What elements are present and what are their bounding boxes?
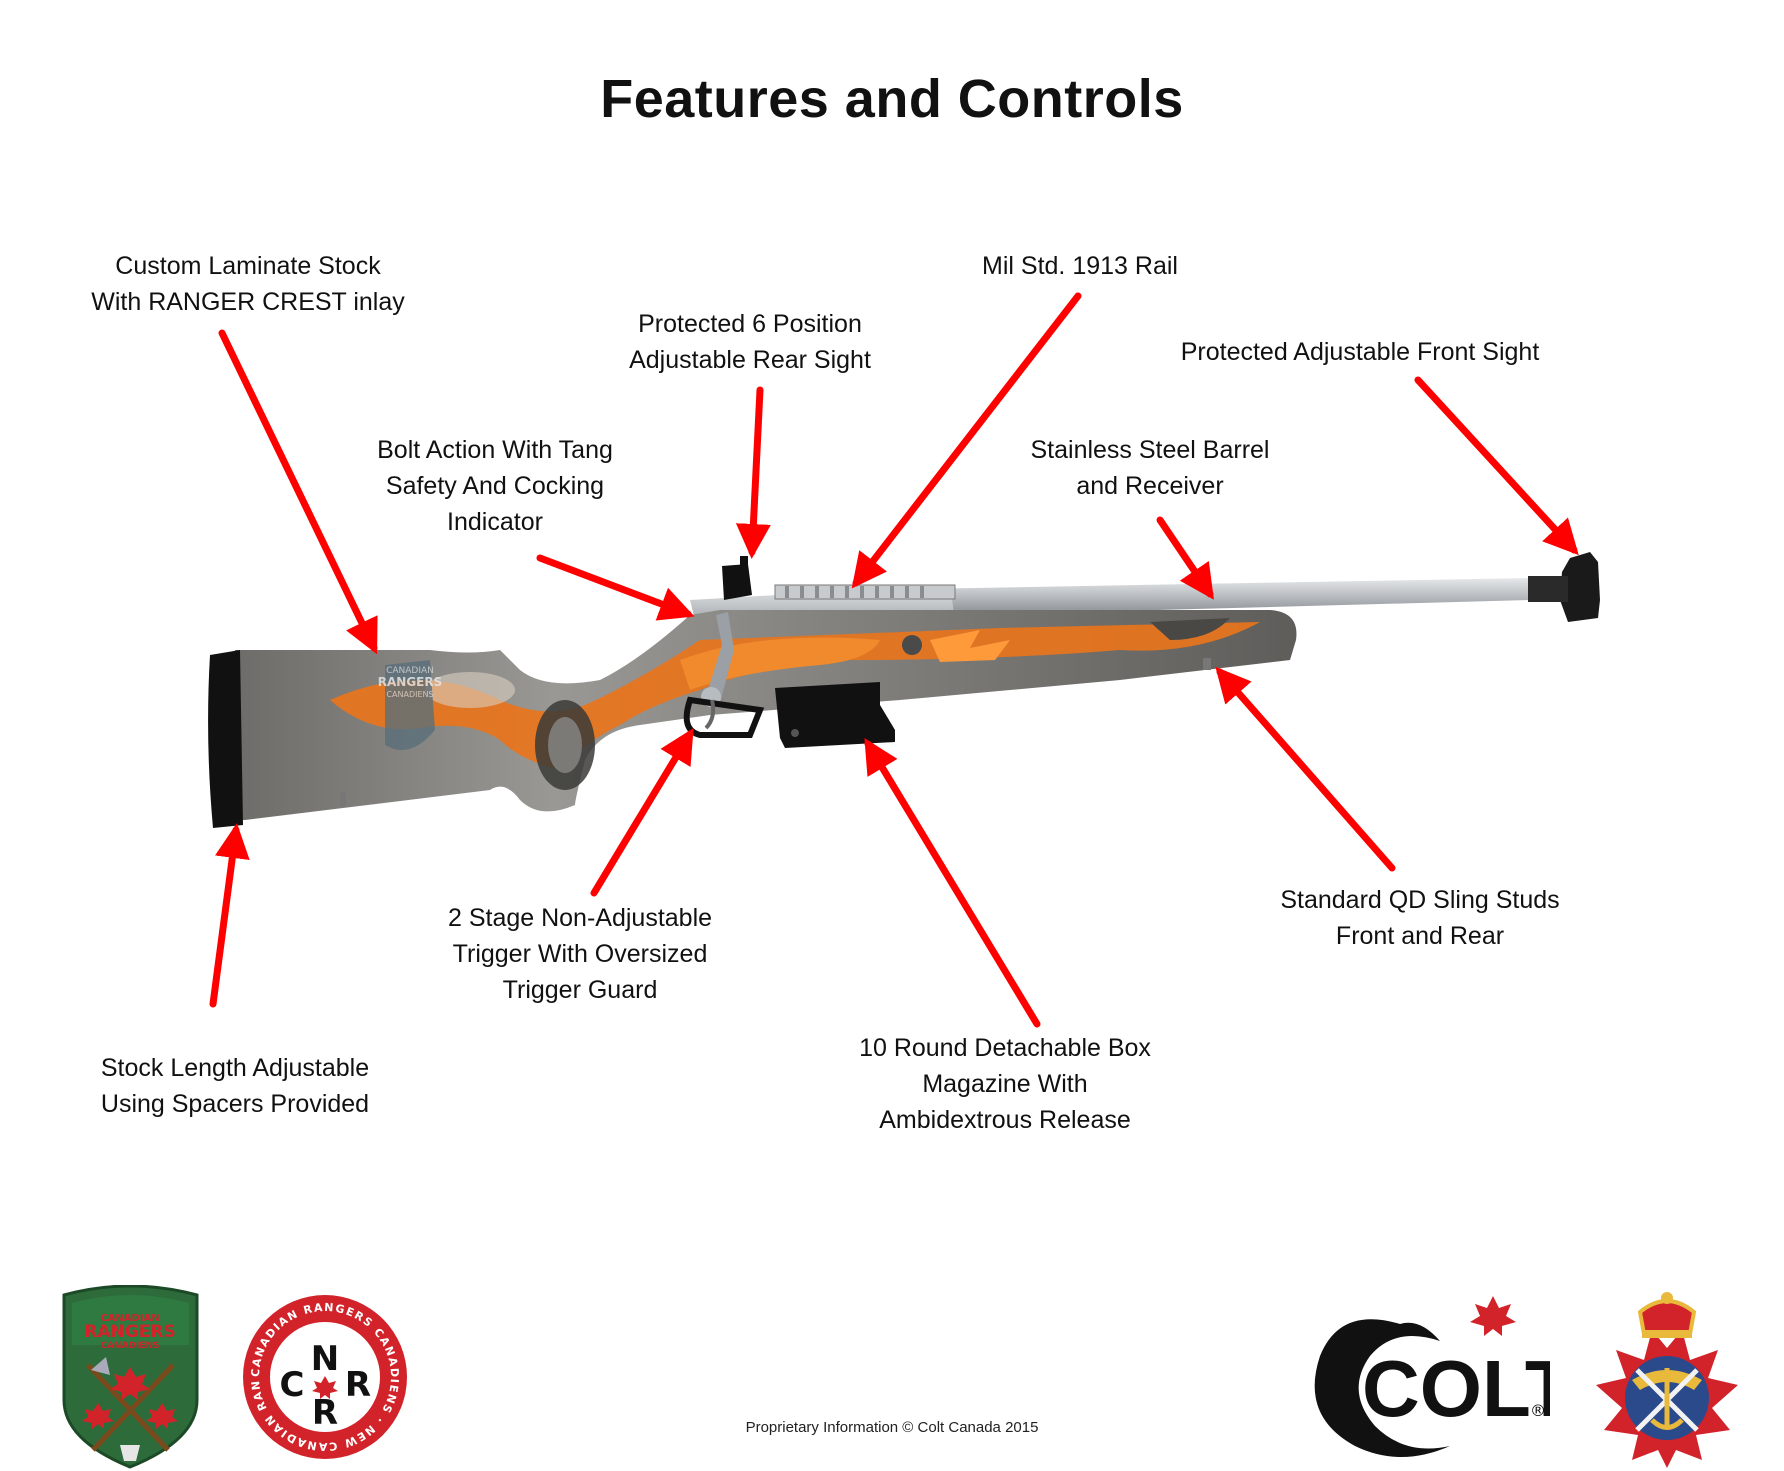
svg-text:R: R xyxy=(345,1365,371,1405)
svg-text:CANADIAN: CANADIAN xyxy=(100,1313,159,1324)
ncrr-logo: CANADIAN RANGERS CANADIENS · NEW CANADIA… xyxy=(240,1292,407,1459)
svg-text:C: C xyxy=(280,1365,305,1405)
arrow-barrel xyxy=(1156,516,1214,600)
svg-text:CANADIENS: CANADIENS xyxy=(386,690,433,699)
arrow-stock xyxy=(218,329,378,655)
label-front-sight: Protected Adjustable Front Sight xyxy=(1180,338,1540,366)
rangers-badge-logo: CANADIAN RANGERS CANADIENS xyxy=(62,1285,199,1469)
arrow-rail xyxy=(851,292,1082,589)
stock-inlay-crest: CANADIAN RANGERS CANADIENS xyxy=(378,660,443,750)
label-rail: Mil Std. 1913 Rail xyxy=(982,252,1178,280)
colt-logo: COLT ® xyxy=(1314,1296,1550,1457)
page-title: Features and Controls xyxy=(600,69,1184,129)
svg-text:CANADIAN: CANADIAN xyxy=(386,666,434,676)
arrow-rear-sight xyxy=(735,386,771,559)
svg-text:CANADIENS: CANADIENS xyxy=(100,1341,159,1351)
footer-copyright: Proprietary Information © Colt Canada 20… xyxy=(745,1419,1039,1436)
arrow-magazine xyxy=(864,738,1041,1028)
svg-text:COLT: COLT xyxy=(1362,1344,1550,1433)
arrow-sling xyxy=(1215,666,1396,872)
arrow-trigger xyxy=(590,728,694,897)
svg-text:R: R xyxy=(312,1393,338,1433)
svg-text:RANGERS: RANGERS xyxy=(84,1322,175,1342)
svg-text:RANGERS: RANGERS xyxy=(378,675,443,689)
arrow-front-sight xyxy=(1414,376,1579,556)
svg-text:N: N xyxy=(311,1339,339,1379)
svg-text:®: ® xyxy=(1530,1401,1546,1420)
arrow-length xyxy=(209,823,250,1008)
arrow-bolt xyxy=(536,554,695,621)
canadian-forces-badge xyxy=(1596,1292,1738,1468)
callout-arrows xyxy=(209,292,1579,1028)
